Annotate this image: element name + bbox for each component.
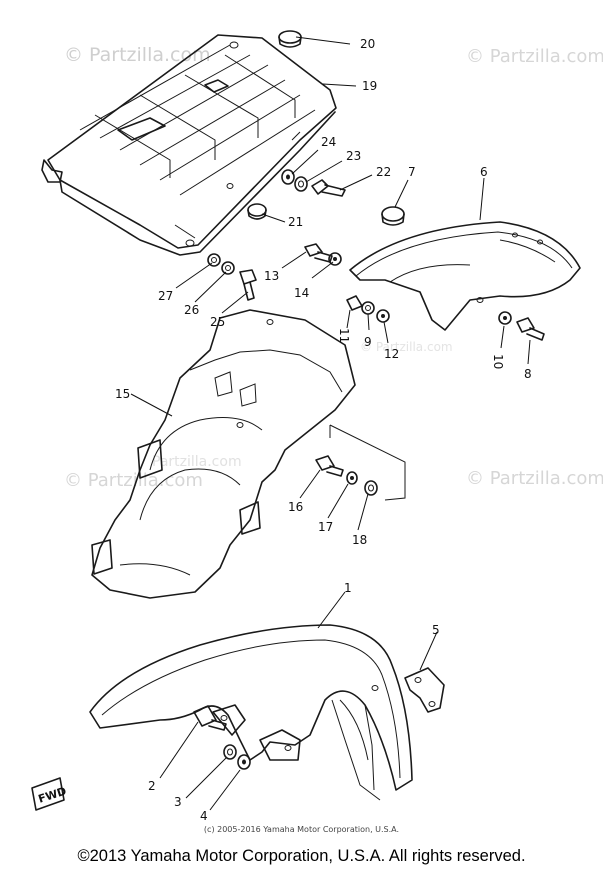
part-3-washer — [223, 744, 237, 760]
part-8-bolt — [516, 317, 545, 341]
part-18-washer — [364, 480, 378, 496]
callout-27: 27 — [158, 289, 173, 303]
callout-11: 11 — [337, 328, 351, 343]
part-25-bolt — [239, 269, 257, 301]
callout-5: 5 — [432, 623, 440, 637]
part-21-grommet — [247, 203, 267, 220]
callout-18: 18 — [352, 533, 367, 547]
callout-4: 4 — [200, 809, 208, 823]
part-13-bolt — [304, 243, 333, 263]
part-6-fender-flap — [349, 221, 581, 331]
part-22-bolt — [311, 179, 346, 197]
part-10-washer — [498, 311, 512, 325]
callout-15: 15 — [115, 387, 130, 401]
part-11-bolt — [346, 295, 363, 311]
part-9-washer — [361, 301, 375, 315]
watermark-top-center: © Partzilla.com — [360, 340, 453, 354]
part-1-rear-fender — [89, 624, 413, 801]
callout-7: 7 — [408, 165, 416, 179]
part-16-bolt — [315, 455, 344, 477]
callout-22: 22 — [376, 165, 391, 179]
callout-2: 2 — [148, 779, 156, 793]
callout-16: 16 — [288, 500, 303, 514]
callout-3: 3 — [174, 795, 182, 809]
fwd-label: FWD — [37, 784, 68, 805]
reference-guide-lines — [329, 424, 406, 501]
callout-6: 6 — [480, 165, 488, 179]
watermark-mid-left: © Partzilla.com — [64, 470, 203, 491]
part-7-grommet — [381, 206, 405, 226]
watermark-top-left: © Partzilla.com — [64, 44, 211, 66]
callout-25: 25 — [210, 315, 225, 329]
part-4-washer — [237, 754, 251, 770]
watermark-mid-center: Partzilla.com — [152, 454, 242, 470]
part-15-inner-fender — [91, 309, 356, 599]
diagram-copyright: (c) 2005-2016 Yamaha Motor Corporation, … — [203, 825, 400, 834]
callout-9: 9 — [364, 335, 372, 349]
callout-26: 26 — [184, 303, 199, 317]
part-20-grommet — [278, 30, 302, 48]
callout-21: 21 — [288, 215, 303, 229]
part-26-washer — [221, 261, 235, 275]
footer-copyright: ©2013 Yamaha Motor Corporation, U.S.A. A… — [77, 847, 526, 865]
callout-10: 10 — [491, 354, 505, 369]
watermark-top-right: © Partzilla.com — [466, 46, 603, 67]
leader-lines — [130, 36, 531, 811]
fwd-direction-stamp: FWD — [31, 777, 68, 811]
part-19-top-cover — [41, 34, 337, 256]
part-14-washer — [328, 252, 342, 266]
part-23-washer — [294, 176, 308, 192]
part-24-washer — [281, 169, 295, 185]
callout-17: 17 — [318, 520, 333, 534]
callout-numbers: 20 19 24 23 22 7 6 21 13 14 27 26 25 11 … — [115, 37, 532, 823]
callout-13: 13 — [264, 269, 279, 283]
part-12-washer — [376, 309, 390, 323]
callout-23: 23 — [346, 149, 361, 163]
callout-19: 19 — [362, 79, 377, 93]
part-2-bolt — [193, 705, 227, 731]
part-5-bracket — [404, 667, 445, 713]
callout-12: 12 — [384, 347, 399, 361]
callout-14: 14 — [294, 286, 309, 300]
callout-24: 24 — [321, 135, 336, 149]
watermark-mid-right: © Partzilla.com — [466, 468, 603, 489]
callout-1: 1 — [344, 581, 352, 595]
part-17-washer — [346, 471, 358, 485]
part-27-washer — [207, 253, 221, 267]
callout-8: 8 — [524, 367, 532, 381]
callout-20: 20 — [360, 37, 375, 51]
